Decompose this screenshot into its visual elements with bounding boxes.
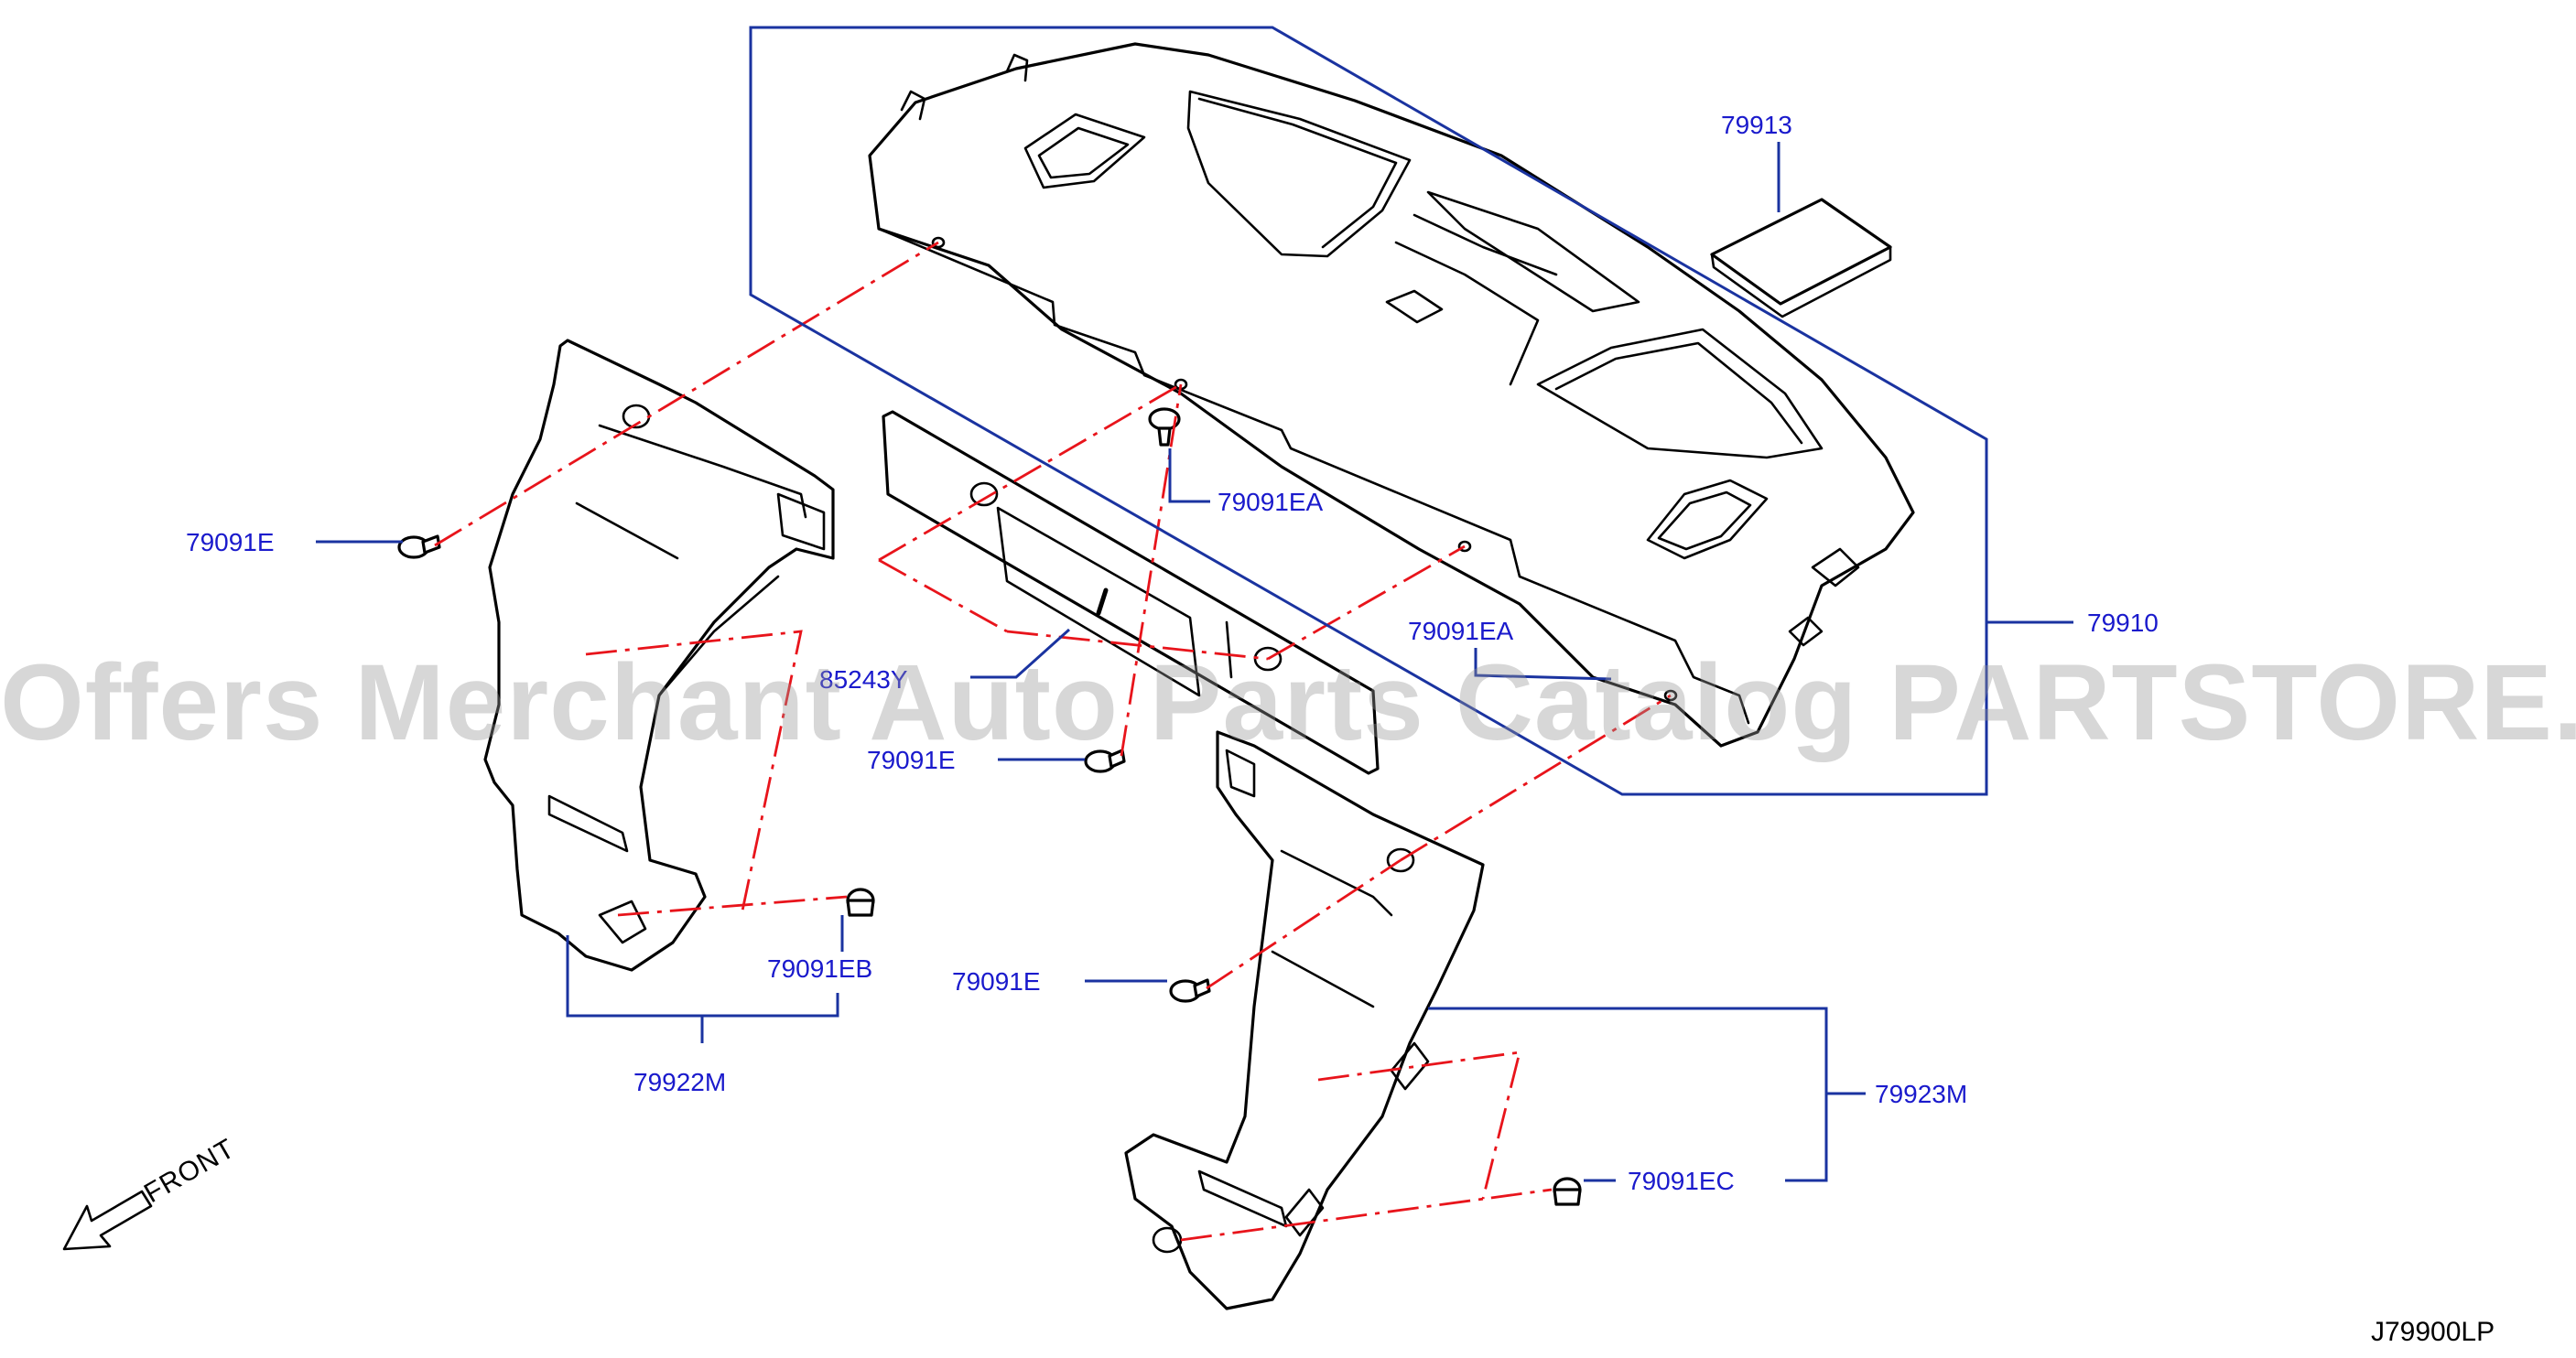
label-79091E-left[interactable]: 79091E [186, 528, 275, 556]
label-79091E-lower[interactable]: 79091E [952, 967, 1041, 996]
label-79091EA-top[interactable]: 79091EA [1218, 488, 1324, 516]
front-label: FRONT [139, 1133, 240, 1209]
shelf-pad[interactable] [1710, 198, 1892, 318]
clip-79091EB[interactable] [846, 888, 875, 917]
left-side-trim[interactable] [483, 339, 835, 972]
right-side-trim[interactable] [1124, 730, 1485, 1310]
label-79910[interactable]: 79910 [2087, 609, 2159, 637]
clip-79091EA-top[interactable] [1148, 407, 1181, 447]
clip-79091EC[interactable] [1553, 1177, 1582, 1206]
label-79091E-center[interactable]: 79091E [867, 746, 956, 774]
label-79091EA-mid[interactable]: 79091EA [1408, 617, 1514, 645]
label-79923M[interactable]: 79923M [1875, 1080, 1967, 1108]
leader-lines [316, 26, 2073, 1182]
label-85243Y[interactable]: 85243Y [819, 665, 908, 694]
clip-79091E-left[interactable] [397, 534, 441, 559]
diagram-code: J79900LP [2371, 1317, 2495, 1347]
label-79922M[interactable]: 79922M [633, 1068, 726, 1096]
center-trim-strip[interactable] [882, 410, 1380, 775]
label-79091EB[interactable]: 79091EB [767, 954, 872, 983]
label-79091EC[interactable]: 79091EC [1628, 1167, 1735, 1195]
clip-79091E-lower[interactable] [1169, 978, 1211, 1003]
alignment-lines [434, 241, 1672, 1242]
front-arrow-icon [62, 1190, 153, 1251]
clip-79091E-center[interactable] [1084, 749, 1126, 773]
label-79913[interactable]: 79913 [1721, 111, 1792, 139]
rear-parcel-shelf[interactable] [868, 42, 1915, 748]
